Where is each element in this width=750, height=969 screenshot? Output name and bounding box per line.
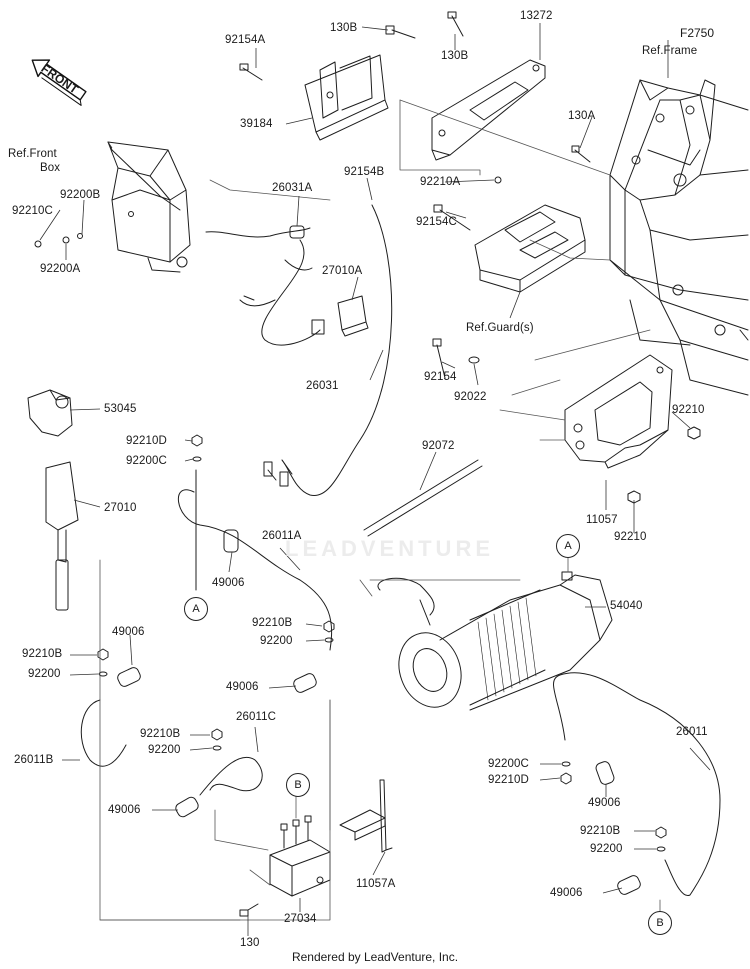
part-label[interactable]: 92210B <box>140 728 181 740</box>
leader-lines <box>39 23 711 936</box>
guard-plate-mid <box>474 204 586 293</box>
switch-53045 <box>27 389 73 437</box>
switch-27010 <box>45 461 79 611</box>
part-label[interactable]: 26011 <box>676 726 708 738</box>
footer-credit: Rendered by LeadVenture, Inc. <box>291 950 459 964</box>
callout-b: B <box>648 911 672 935</box>
part-label[interactable]: 92210 <box>614 531 647 543</box>
part-label[interactable]: 92200C <box>126 455 167 467</box>
part-label[interactable]: 92200B <box>60 189 101 201</box>
part-label[interactable]: 92210D <box>488 774 529 786</box>
part-label[interactable]: 92210D <box>126 435 167 447</box>
part-label[interactable]: 92210A <box>420 176 461 188</box>
strap-92072 <box>363 459 483 537</box>
part-label[interactable]: 26031 <box>306 380 339 392</box>
winch-54040 <box>398 571 613 711</box>
part-label[interactable]: 26031A <box>272 182 313 194</box>
part-label[interactable]: 11057A <box>356 878 396 890</box>
part-label[interactable]: 53045 <box>104 403 137 415</box>
part-label[interactable]: 27034 <box>284 913 317 925</box>
part-label[interactable]: 49006 <box>108 804 141 816</box>
part-label[interactable]: 26011B <box>14 754 54 766</box>
ref-front-box-2: Box <box>40 162 61 174</box>
part-label[interactable]: 130B <box>441 50 469 62</box>
part-label[interactable]: 49006 <box>112 626 145 638</box>
callout-a: A <box>184 597 208 621</box>
ref-front-box: Ref.Front <box>8 148 57 160</box>
front-box-shape <box>107 141 191 273</box>
part-label[interactable]: 13272 <box>520 10 553 22</box>
part-label[interactable]: 92210B <box>22 648 63 660</box>
guard-plate-13272 <box>431 59 546 161</box>
fasteners <box>97 434 667 852</box>
switch-27010a <box>337 295 369 337</box>
watermark: LEADVENTURE <box>285 536 495 561</box>
part-label[interactable]: 92200 <box>28 668 61 680</box>
cable-26011a <box>178 489 333 651</box>
part-label[interactable]: 92210 <box>672 404 705 416</box>
callout-a: A <box>556 534 580 558</box>
part-label[interactable]: 92022 <box>454 391 487 403</box>
rope-loop <box>377 577 435 616</box>
cable-26011b <box>80 699 127 767</box>
part-label[interactable]: 39184 <box>240 118 273 130</box>
part-label[interactable]: 92154A <box>225 34 266 46</box>
solenoid-27034 <box>269 815 331 897</box>
part-label[interactable]: 92200C <box>488 758 529 770</box>
fairlead-39184 <box>304 54 389 141</box>
part-label[interactable]: 92200 <box>260 635 293 647</box>
part-label[interactable]: 92154C <box>416 216 457 228</box>
part-label[interactable]: 130 <box>240 937 260 949</box>
part-label[interactable]: 92072 <box>422 440 455 452</box>
cable-26031 <box>281 204 393 496</box>
frame-structure <box>609 79 749 396</box>
part-label[interactable]: 92154B <box>344 166 385 178</box>
bracket-11057a <box>339 779 393 853</box>
part-label[interactable]: 92210B <box>580 825 621 837</box>
cable-26011c <box>199 757 263 796</box>
ref-frame: Ref.Frame <box>642 45 698 57</box>
part-label[interactable]: 26011C <box>236 711 277 723</box>
part-label[interactable]: 130A <box>568 110 596 122</box>
part-label[interactable]: 92200 <box>148 744 181 756</box>
part-label[interactable]: 130B <box>330 22 358 34</box>
part-label[interactable]: 92200A <box>40 263 81 275</box>
front-arrow-icon <box>31 59 87 106</box>
winch-mount-plate <box>564 354 673 469</box>
part-label[interactable]: 27010 <box>104 502 137 514</box>
ref-guards: Ref.Guard(s) <box>466 322 534 334</box>
part-label[interactable]: 26011A <box>262 530 302 542</box>
part-label[interactable]: 92210B <box>252 617 293 629</box>
figure-code: F2750 <box>680 26 715 40</box>
part-label[interactable]: 54040 <box>610 600 643 612</box>
cable-26011 <box>553 672 721 896</box>
part-label[interactable]: 92210C <box>12 205 53 217</box>
part-label[interactable]: 49006 <box>550 887 583 899</box>
part-label[interactable]: 49006 <box>226 681 259 693</box>
part-label[interactable]: 49006 <box>212 577 245 589</box>
part-label[interactable]: 92200 <box>590 843 623 855</box>
harness-26031a <box>205 225 325 346</box>
bolts <box>239 11 591 917</box>
part-label[interactable]: 49006 <box>588 797 621 809</box>
callout-b: B <box>286 773 310 797</box>
part-label[interactable]: 11057 <box>586 514 618 526</box>
part-label[interactable]: 92154 <box>424 371 457 383</box>
part-label[interactable]: 27010A <box>322 265 363 277</box>
